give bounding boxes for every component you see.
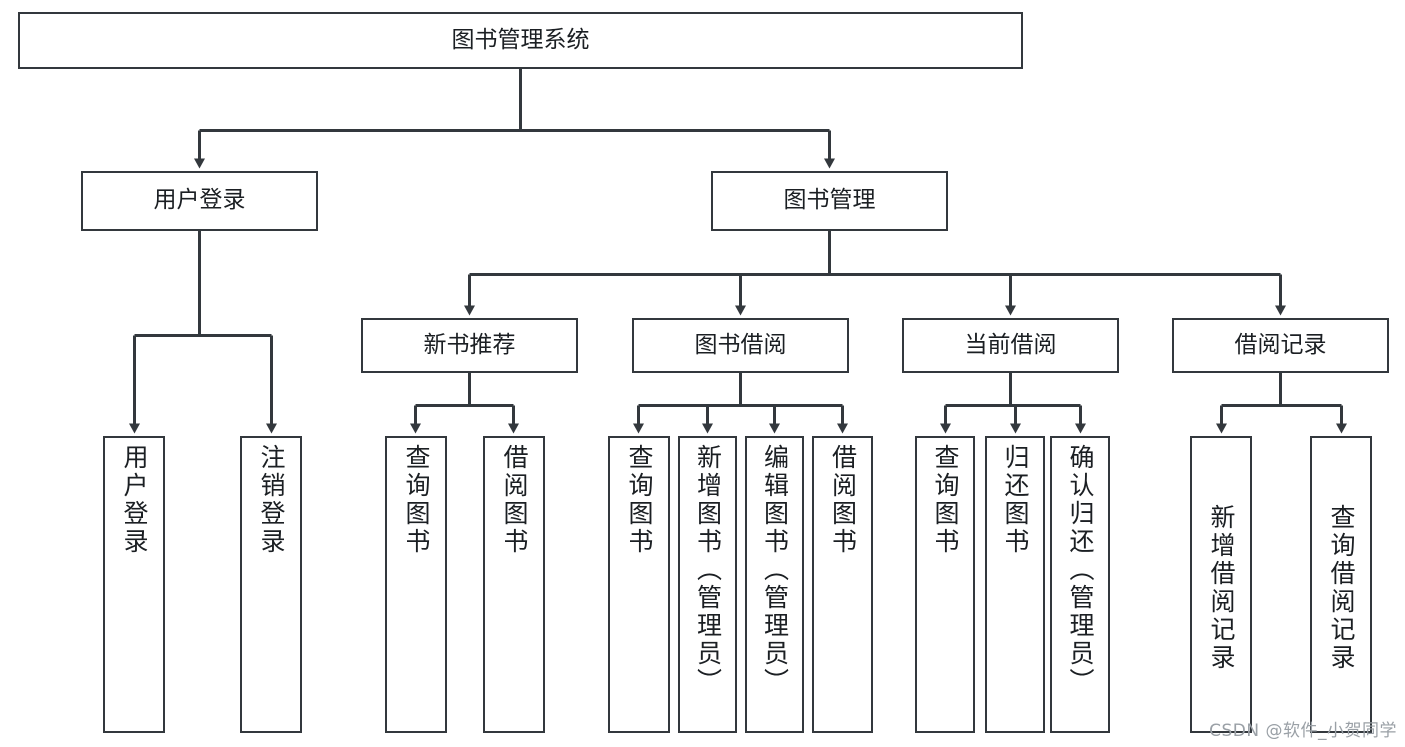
node-leaf-confirm-return-admin[interactable]: 确认归还（管理员）: [1050, 436, 1110, 733]
node-leaf-edit-book-admin[interactable]: 编辑图书（管理员）: [745, 436, 804, 733]
node-leaf-query-books-current-label: 查询图书: [931, 444, 960, 556]
node-borrow-records[interactable]: 借阅记录: [1172, 318, 1389, 373]
node-leaf-query-borrow-record[interactable]: 查询借阅记录: [1310, 436, 1372, 733]
node-leaf-confirm-return-admin-label: 确认归还（管理员）: [1066, 444, 1095, 696]
node-leaf-return-books[interactable]: 归还图书: [985, 436, 1045, 733]
node-leaf-logout-label: 注销登录: [257, 444, 286, 556]
node-book-management-label: 图书管理: [783, 187, 876, 214]
node-user-login-label: 用户登录: [153, 187, 246, 214]
node-leaf-query-books-borrow-label: 查询图书: [625, 444, 654, 556]
node-leaf-query-books-new-label: 查询图书: [402, 444, 431, 556]
csdn-watermark: CSDN @软件_小贺同学: [1209, 721, 1397, 741]
node-leaf-query-books-new[interactable]: 查询图书: [385, 436, 447, 733]
node-leaf-add-borrow-record[interactable]: 新增借阅记录: [1190, 436, 1252, 733]
node-current-borrow[interactable]: 当前借阅: [902, 318, 1119, 373]
node-leaf-logout[interactable]: 注销登录: [240, 436, 302, 733]
node-leaf-query-borrow-record-label: 查询借阅记录: [1327, 503, 1356, 672]
node-leaf-edit-book-admin-label: 编辑图书（管理员）: [760, 444, 790, 696]
node-book-borrow-label: 图书借阅: [694, 331, 787, 358]
node-new-book-recommend[interactable]: 新书推荐: [361, 318, 578, 373]
node-book-management[interactable]: 图书管理: [711, 171, 948, 231]
node-leaf-user-login[interactable]: 用户登录: [103, 436, 165, 733]
node-leaf-return-books-label: 归还图书: [1001, 444, 1030, 556]
node-current-borrow-label: 当前借阅: [964, 331, 1057, 358]
node-user-login[interactable]: 用户登录: [81, 171, 318, 231]
node-borrow-records-label: 借阅记录: [1234, 331, 1327, 358]
node-leaf-query-books-current[interactable]: 查询图书: [915, 436, 975, 733]
node-leaf-borrow-books-label: 借阅图书: [828, 444, 858, 556]
node-leaf-borrow-books-new[interactable]: 借阅图书: [483, 436, 545, 733]
node-leaf-query-books-borrow[interactable]: 查询图书: [608, 436, 670, 733]
node-leaf-add-borrow-record-label: 新增借阅记录: [1207, 503, 1236, 672]
node-root-system-label: 图书管理系统: [451, 26, 590, 53]
node-leaf-user-login-label: 用户登录: [120, 444, 149, 556]
node-book-borrow[interactable]: 图书借阅: [632, 318, 849, 373]
node-leaf-add-book-admin[interactable]: 新增图书（管理员）: [678, 436, 737, 733]
node-leaf-add-book-admin-label: 新增图书（管理员）: [693, 444, 723, 696]
node-root-system[interactable]: 图书管理系统: [18, 12, 1023, 69]
node-leaf-borrow-books[interactable]: 借阅图书: [812, 436, 873, 733]
node-leaf-borrow-books-new-label: 借阅图书: [500, 444, 529, 556]
node-new-book-recommend-label: 新书推荐: [423, 331, 516, 358]
